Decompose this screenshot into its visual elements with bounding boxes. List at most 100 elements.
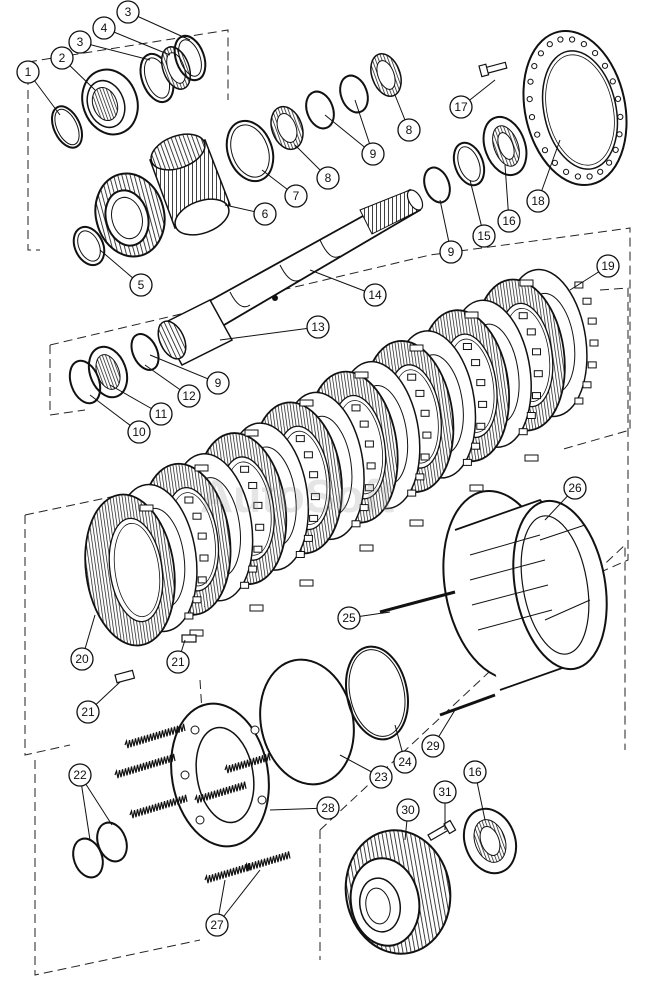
callout-number: 4: [101, 21, 108, 35]
callout-number: 11: [155, 407, 168, 421]
bolt-hole: [617, 113, 624, 121]
callout-number: 16: [468, 765, 482, 779]
bolt-hole: [597, 168, 604, 175]
callout-12: 12: [177, 384, 201, 408]
part-31-bolt: [427, 819, 457, 842]
spring: [244, 851, 291, 872]
callout-29: 29: [421, 734, 445, 758]
callout-7: 7: [284, 184, 308, 208]
callout-number: 21: [171, 655, 185, 669]
callout-16: 16: [497, 209, 521, 233]
clip: [299, 399, 314, 407]
bolt-hole: [592, 50, 599, 57]
bolt-hole: [609, 78, 616, 85]
part-5-ring: [72, 225, 106, 267]
clutch-friction-disc: [84, 493, 176, 647]
part-24-seal-ring: [345, 645, 409, 741]
part-15-ring: [452, 141, 486, 187]
clutch-pack: [84, 268, 599, 647]
bolt-hole: [527, 78, 534, 85]
callout-13: 13: [306, 315, 330, 339]
callout-31: 31: [433, 780, 457, 804]
clip: [359, 544, 374, 552]
callout-14: 14: [363, 283, 387, 307]
clip: [244, 429, 259, 437]
bolt-hole: [531, 63, 538, 70]
part-9-ring-c: [423, 166, 451, 204]
bolt-hole: [541, 147, 549, 154]
part-10-ring: [68, 359, 102, 405]
bolt-hole: [537, 50, 545, 57]
part-21-clip: [114, 634, 197, 684]
callout-25: 25: [337, 606, 361, 630]
part-8-needle-bearing-a: [270, 105, 304, 151]
callout-number: 5: [138, 278, 145, 292]
bolt-hole: [580, 41, 588, 48]
part-1-snap-ring: [50, 105, 84, 149]
clip: [194, 464, 209, 472]
callout-9: 9: [361, 142, 385, 166]
callout-number: 21: [81, 705, 95, 719]
callout-number: 25: [342, 611, 356, 625]
callout-number: 9: [215, 376, 222, 390]
callout-6: 6: [253, 202, 277, 226]
spring: [194, 781, 247, 804]
callout-number: 13: [311, 320, 325, 334]
clip: [409, 344, 424, 352]
callout-3: 3: [116, 0, 140, 24]
part-9-ring-b: [339, 74, 369, 114]
callout-4: 4: [92, 16, 116, 40]
part-7-ring: [225, 119, 275, 183]
callout-11: 11: [149, 402, 173, 426]
callout-9: 9: [439, 240, 463, 264]
callout-number: 18: [531, 194, 545, 208]
spring: [204, 863, 251, 884]
clip: [139, 504, 154, 512]
part-9-ring-a: [305, 90, 335, 130]
bolt-hole: [534, 131, 541, 138]
part-4-needle-bearing: [160, 46, 192, 90]
bolt-hole: [557, 36, 564, 43]
clip: [524, 454, 539, 462]
spring: [114, 753, 176, 779]
part-17-bolt: [478, 61, 508, 78]
part-28-spring-plate: [170, 702, 270, 848]
callout-24: 24: [393, 750, 417, 774]
bolt-hole: [563, 168, 570, 175]
leader-line: [149, 354, 219, 384]
callout-2: 2: [50, 46, 74, 70]
callout-number: 28: [321, 801, 335, 815]
spring: [129, 794, 188, 819]
callout-number: 26: [568, 481, 582, 495]
callout-number: 10: [132, 425, 146, 439]
callout-number: 8: [325, 171, 332, 185]
part-23-seal-ring: [259, 658, 355, 786]
spring: [124, 723, 186, 749]
watermark: AutoSoft: [200, 470, 394, 522]
callout-number: 27: [210, 918, 224, 932]
bolt-hole: [551, 159, 559, 166]
leader-line: [79, 41, 151, 61]
clip: [519, 279, 534, 287]
bolt-hole: [601, 62, 609, 69]
callout-21: 21: [166, 650, 190, 674]
callout-number: 3: [125, 5, 132, 19]
part-25-rod: [379, 590, 456, 614]
bolt-hole: [614, 95, 622, 103]
clip: [409, 519, 424, 527]
part-12-ring: [130, 333, 160, 371]
clip: [299, 579, 314, 587]
part-14-main-shaft: [173, 188, 424, 347]
clip: [249, 604, 264, 612]
callout-8: 8: [316, 166, 340, 190]
callout-8: 8: [397, 118, 421, 142]
part-2-bearing: [81, 68, 139, 136]
callout-30: 30: [396, 798, 420, 822]
bolt-hole: [616, 131, 623, 138]
bolt-hole: [574, 173, 582, 180]
bolt-hole: [546, 41, 553, 48]
callout-number: 17: [454, 100, 468, 114]
clip: [469, 484, 484, 492]
